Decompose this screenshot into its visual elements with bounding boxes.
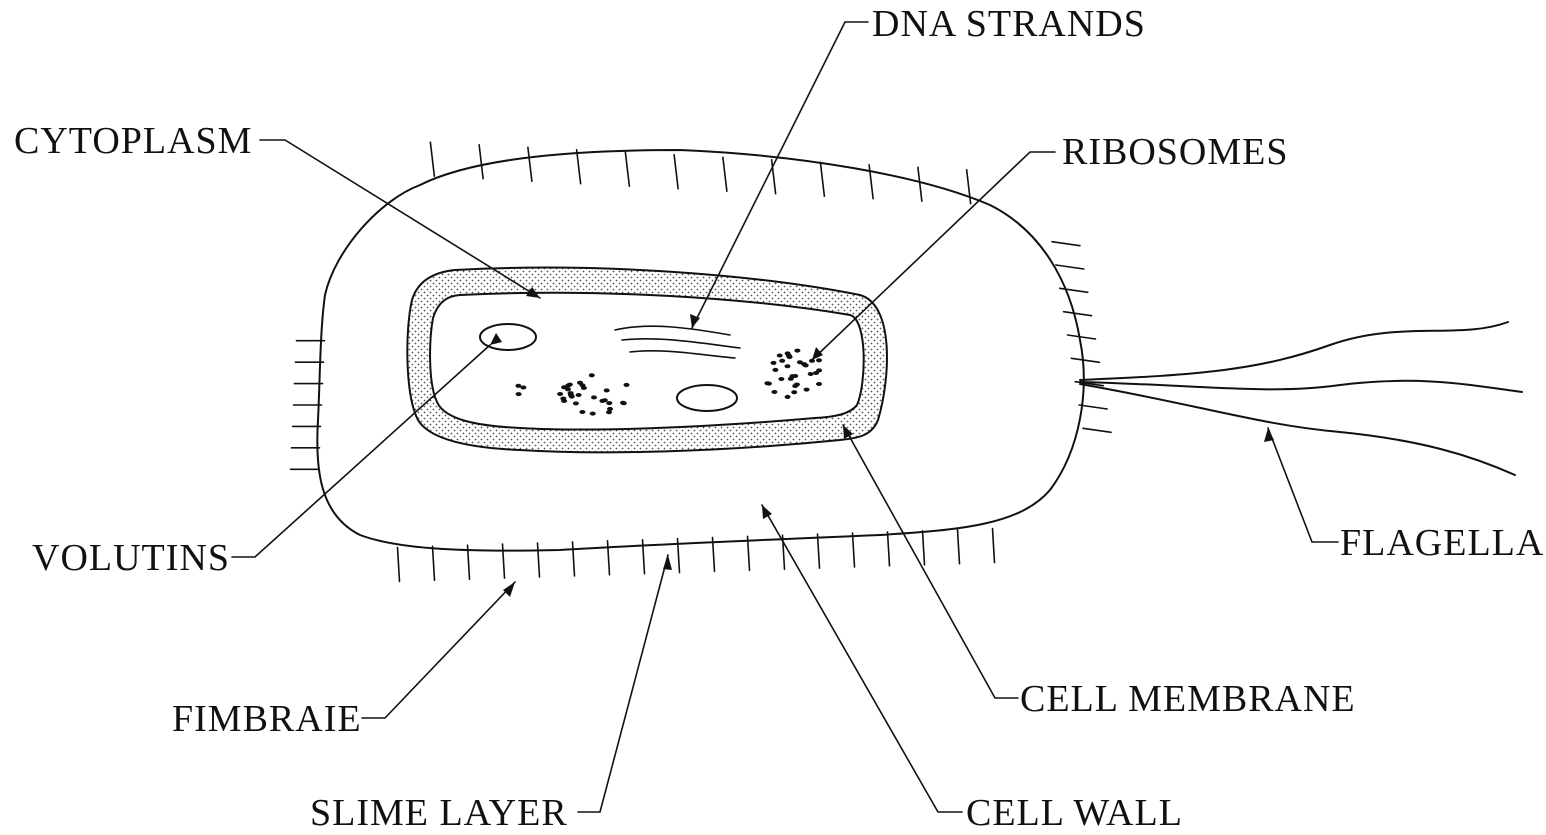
ribosome-granules: [515, 349, 822, 416]
granule-dot: [573, 401, 579, 405]
granule-dot: [778, 377, 784, 381]
granule-dot: [813, 371, 819, 375]
fimbria-strand: [967, 170, 971, 204]
label-cytoplasm: CYTOPLASM: [14, 120, 252, 162]
fimbria-strand: [818, 534, 820, 568]
leader-cell-wall: [762, 505, 962, 812]
granule-dot: [604, 388, 610, 392]
granule-dot: [794, 349, 800, 353]
arrowhead-slime-layer: [663, 555, 672, 570]
granule-dot: [779, 359, 785, 363]
granule-dot: [803, 363, 809, 367]
granule-dot: [804, 388, 810, 392]
granule-dot: [787, 355, 793, 359]
granule-dot: [599, 399, 605, 403]
fimbria-strand: [433, 546, 435, 580]
label-dna-strands: DNA STRANDS: [872, 3, 1146, 45]
granule-dot: [624, 383, 630, 387]
granule-dot: [606, 401, 612, 405]
label-ribosomes: RIBOSOMES: [1062, 131, 1289, 173]
fimbria-strand: [853, 533, 855, 567]
granule-dot: [516, 392, 522, 396]
flagella: [1080, 322, 1522, 475]
granule-dot: [808, 372, 814, 376]
granule-dot: [816, 358, 822, 362]
granule-dot: [621, 401, 627, 405]
fimbria-strand: [1064, 312, 1092, 316]
fimbria-strand: [1060, 288, 1088, 292]
fimbria-strand: [1079, 405, 1107, 409]
fimbria-strand: [608, 541, 610, 575]
fimbria-strand: [1083, 428, 1111, 432]
arrowhead-ribosomes: [812, 347, 823, 360]
leader-ribosomes: [812, 152, 1055, 360]
dna-strands: [615, 326, 740, 358]
fimbria-strand: [528, 147, 532, 181]
granule-dot: [515, 384, 521, 388]
granule-dot: [792, 384, 798, 388]
leader-slime-layer: [578, 555, 668, 812]
fimbria-strand: [538, 543, 540, 577]
granule-dot: [557, 392, 563, 396]
granule-dot: [589, 373, 595, 377]
granule-dot: [591, 395, 597, 399]
arrowhead-flagella: [1264, 428, 1274, 442]
fimbria-strand: [674, 155, 678, 189]
label-slime-layer: SLIME LAYER: [310, 792, 568, 834]
granule-dot: [565, 387, 571, 391]
fimbria-strand: [577, 150, 581, 184]
fimbria-strand: [918, 167, 922, 201]
fimbria-strand: [430, 142, 434, 176]
granule-dot: [785, 364, 791, 368]
fimbria-strand: [1056, 265, 1084, 269]
fimbria-strand: [869, 165, 873, 199]
fimbria-strand: [398, 547, 400, 581]
fimbria-strand: [723, 157, 727, 191]
fimbria-strand: [958, 530, 960, 564]
granule-dot: [561, 399, 567, 403]
leader-flagella: [1268, 428, 1338, 542]
fimbria-strand: [1071, 358, 1099, 362]
label-cell-wall: CELL WALL: [966, 792, 1183, 834]
fimbria-strand: [573, 542, 575, 576]
fimbria-strand: [1068, 335, 1096, 339]
arrowhead-cell-wall: [762, 505, 772, 519]
volutin-granule: [677, 385, 737, 411]
granule-dot: [579, 410, 585, 414]
granule-dot: [568, 393, 574, 397]
arrowhead-volutins: [490, 333, 502, 345]
fimbria-strand: [1052, 242, 1080, 246]
label-volutins: VOLUTINS: [32, 537, 230, 579]
granule-dot: [766, 382, 772, 386]
granule-dot: [791, 390, 797, 394]
arrowhead-fimbraie: [503, 582, 515, 597]
granule-dot: [577, 381, 583, 385]
label-cell-membrane: CELL MEMBRANE: [1020, 678, 1356, 720]
fimbria-strand: [503, 544, 505, 578]
granule-dot: [567, 383, 573, 387]
leader-cell-membrane: [843, 425, 1018, 698]
fimbria-strand: [479, 145, 483, 179]
granule-dot: [777, 354, 783, 358]
label-fimbraie: FIMBRAIE: [172, 698, 362, 740]
granule-dot: [772, 368, 778, 372]
fimbria-strand: [923, 531, 925, 565]
granule-dot: [771, 390, 777, 394]
leader-fimbraie: [362, 582, 515, 718]
granule-dot: [606, 410, 612, 414]
granule-dot: [607, 407, 613, 411]
fimbria-strand: [888, 532, 890, 566]
fimbria-strand: [993, 529, 995, 563]
fimbria-strand: [820, 162, 824, 196]
granule-dot: [771, 361, 777, 365]
fimbria-strand: [625, 152, 629, 186]
granule-dot: [788, 377, 794, 381]
label-flagella: FLAGELLA: [1340, 522, 1544, 564]
granule-dot: [785, 395, 791, 399]
granule-dot: [816, 382, 822, 386]
leader-volutins: [232, 345, 490, 557]
granule-dot: [590, 412, 596, 416]
granule-dot: [576, 393, 582, 397]
